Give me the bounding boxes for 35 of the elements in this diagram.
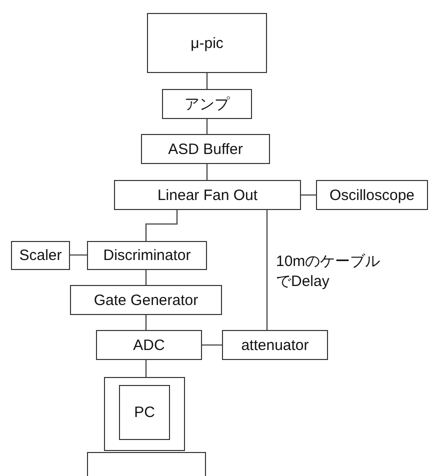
box-label: PC (134, 404, 155, 421)
box-label: Oscilloscope (329, 186, 415, 204)
process-box (96, 330, 202, 360)
box-label: アンプ (184, 94, 230, 114)
computer-base (87, 452, 206, 476)
connector-line (145, 360, 147, 377)
connector-line (206, 73, 208, 89)
box-label: ASD Buffer (168, 140, 243, 158)
connector-line (206, 119, 208, 134)
box-label: μ-pic (190, 34, 224, 52)
connector-line (145, 270, 147, 285)
process-box (119, 385, 170, 440)
box-label: ADC (133, 336, 165, 354)
process-box (316, 180, 428, 210)
process-box (147, 13, 267, 73)
monitor-frame (104, 377, 185, 451)
box-label: Linear Fan Out (157, 186, 258, 204)
box-label: Discriminator (103, 247, 191, 264)
process-box (11, 241, 70, 270)
connector-line (206, 164, 208, 180)
process-box (141, 134, 270, 164)
connector-line (301, 194, 316, 196)
box-label: Scaler (19, 247, 62, 264)
process-box (222, 330, 328, 360)
process-box (70, 285, 222, 315)
connector-line (70, 254, 87, 256)
box-label: attenuator (241, 336, 309, 354)
connector-line (266, 210, 268, 330)
process-box (87, 241, 207, 270)
connector-line (145, 210, 178, 241)
connector-line (145, 315, 147, 330)
process-box (114, 180, 301, 210)
process-box (162, 89, 252, 119)
connector-line (202, 344, 222, 346)
box-label: Gate Generator (94, 292, 198, 308)
